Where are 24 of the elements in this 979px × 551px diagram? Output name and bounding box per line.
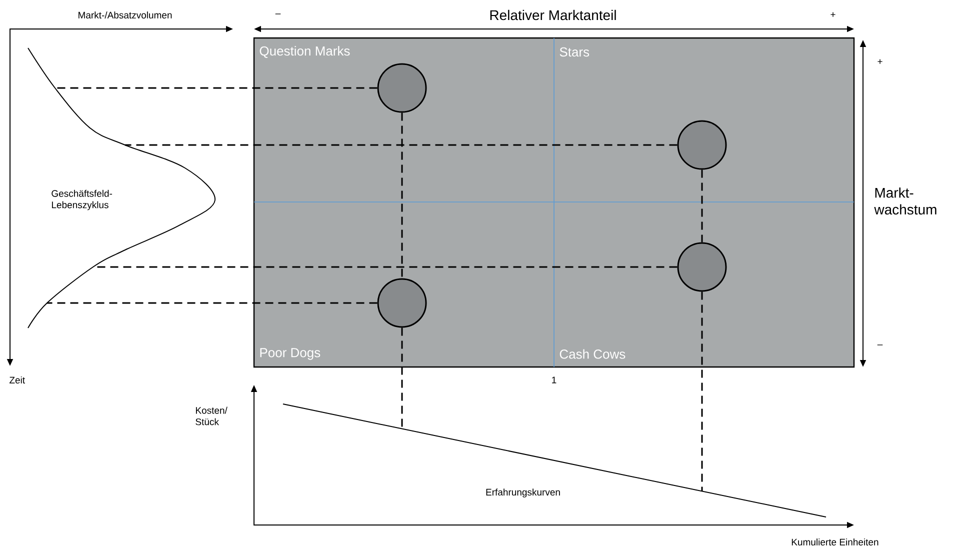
axis-sign: +: [830, 12, 836, 17]
position-circle: [677, 120, 727, 170]
axis-title: Relativer Marktanteil: [490, 10, 616, 20]
axis-title: Markt- wachstum: [874, 187, 936, 215]
position-circle: [677, 242, 727, 292]
axis-label: Zeit: [10, 376, 25, 384]
tick-label: 1: [552, 376, 556, 384]
leader-line: [125, 144, 678, 146]
leader-line: [47, 302, 378, 304]
axis-label: Kumulierte Einheiten: [792, 538, 878, 546]
position-circle: [377, 278, 427, 328]
axis-sign: +: [878, 59, 882, 64]
axis-label: Kosten/ Stück: [196, 406, 228, 426]
leader-line: [55, 87, 378, 89]
curve-label: Erfahrungskurven: [486, 488, 560, 498]
leader-line: [401, 112, 403, 278]
axis-sign: –: [877, 344, 883, 346]
curve-label: Geschäftsfeld- Lebenszyklus: [52, 190, 112, 210]
axis-label: Markt-/Absatzvolumen: [78, 12, 172, 18]
leader-line: [401, 328, 403, 429]
position-circle: [377, 63, 427, 113]
leader-line: [701, 292, 703, 491]
matrix-box: Question Marks Stars Poor Dogs Cash Cows: [253, 37, 855, 368]
leader-line: [701, 170, 703, 242]
